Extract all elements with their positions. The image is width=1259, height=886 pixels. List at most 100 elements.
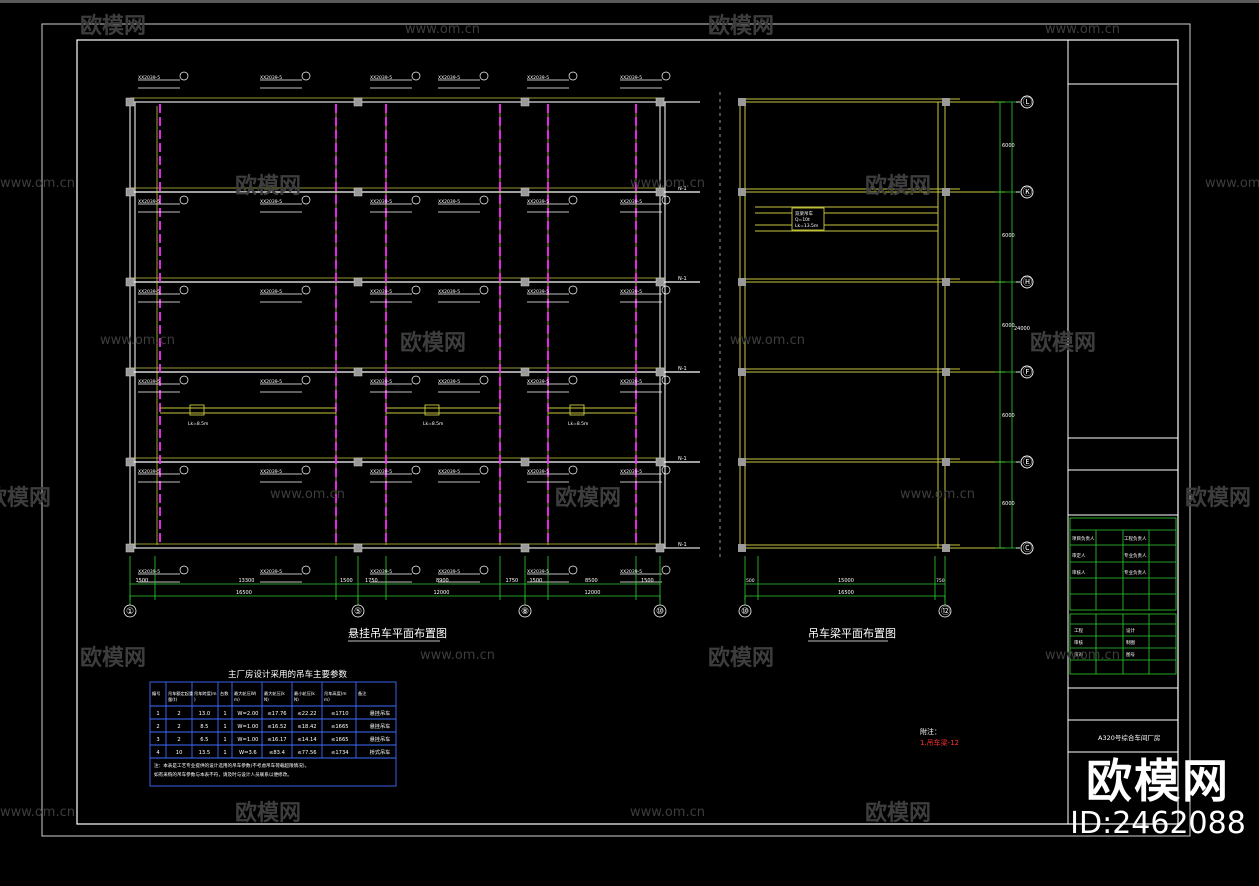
column-mark: [942, 188, 950, 196]
column-mark: [353, 97, 363, 107]
table-header-cell: 吊车额定起重: [168, 690, 193, 697]
table-header-cell: m): [234, 697, 240, 702]
table-cell: 2: [177, 737, 180, 743]
table-cell: 8.5: [200, 724, 208, 730]
title-block-text: 项目负责人工程负责人审定人专业负责人审核人专业负责人工程设计审核制图校对图号: [1072, 535, 1147, 658]
callout-circle: [179, 565, 189, 575]
watermark-logo: 欧模网: [708, 646, 775, 671]
bay-label: N-1: [678, 456, 687, 462]
table-cell: 1: [223, 750, 226, 756]
column-mark: [738, 278, 746, 286]
bay-label: N-1: [678, 366, 687, 372]
table-cell: 2: [177, 711, 180, 717]
table-cell: ≤83.4: [269, 750, 286, 756]
table-cell: W=1.00: [237, 737, 258, 743]
watermark-url: www.om.cn: [900, 487, 975, 502]
watermark-url: www.om.cn: [1045, 22, 1120, 37]
crane-tag: XX2039-5: [438, 75, 460, 81]
axis-label: ⑩: [656, 607, 664, 617]
title-block-cell: 专业负责人: [1124, 569, 1147, 576]
column-mark: [125, 457, 135, 467]
callout-circle: [179, 465, 189, 475]
crane-tag: XX2039-5: [620, 199, 642, 205]
outer-sheet-border: [41, 23, 1191, 837]
dim-value: 15000: [838, 578, 854, 584]
crane-tag: XX2039-5: [438, 289, 460, 295]
crane-tag: XX2039-5: [620, 569, 642, 575]
axis-label: Ⓗ: [1023, 277, 1032, 288]
crane-hoist: [424, 404, 440, 416]
table-header-cell: N): [264, 697, 269, 702]
column-mark: [520, 457, 530, 467]
crane-box-label: 双梁吊车: [795, 210, 813, 217]
column-mark: [520, 367, 530, 377]
table-header-cell: 最大轮压W(: [234, 690, 257, 697]
watermark-logo: 欧模网: [235, 801, 302, 826]
table-cell: 13.0: [199, 711, 211, 717]
dim-value: 1750: [365, 578, 378, 584]
table-cell: 悬挂吊车: [370, 709, 391, 717]
table-cell: ≤16.17: [267, 737, 286, 743]
table-header-cell: N): [294, 697, 299, 702]
crane-tag: XX2039-5: [620, 289, 642, 295]
table-note: 注：本表是工艺专业提供的设计选用的吊车参数(不考虑吊车荷载超限情况)。: [154, 762, 309, 769]
watermark-logo: 欧模网: [865, 801, 932, 826]
column-mark: [125, 277, 135, 287]
crane-tag: XX2039-5: [138, 289, 160, 295]
title-block-cell: 校对: [1074, 651, 1083, 658]
callout-circle: [568, 285, 578, 295]
brand-id: ID:2462088: [1070, 806, 1246, 841]
table-cell: 2: [156, 724, 159, 730]
title-block-cell: 图号: [1126, 652, 1135, 658]
axis-label: ⑩: [741, 607, 749, 617]
column-mark: [655, 457, 665, 467]
watermark-logo: 欧模网: [80, 14, 147, 39]
column-mark: [655, 367, 665, 377]
crane-hoist: [189, 404, 205, 416]
watermark-logo: 欧模网: [865, 174, 932, 199]
table-cell: 4: [156, 750, 160, 756]
table-cell: ≤1665: [331, 724, 349, 730]
table-cell: ≤17.76: [267, 711, 286, 717]
callout-circle: [301, 465, 311, 475]
dim-value: 8900: [436, 578, 449, 584]
dim-value: 1500: [641, 578, 654, 584]
dim-value: 8500: [585, 578, 598, 584]
table-cell: 6.5: [200, 737, 208, 743]
callout-circle: [479, 375, 489, 385]
span-label: Lk=8.5m: [423, 421, 443, 427]
watermark-url: www.om.cn: [630, 176, 705, 191]
axis-label: Ⓒ: [1023, 543, 1032, 554]
crane-tag: XX2039-5: [527, 379, 549, 385]
table-cell: 1: [156, 711, 159, 717]
axis-label: ⑫: [941, 606, 950, 617]
dim-value: 1500: [136, 578, 149, 584]
crane-tag: XX2039-5: [438, 569, 460, 575]
callout-circle: [568, 195, 578, 205]
title-block-cell: 工程: [1074, 627, 1083, 634]
crane-tag: XX2039-5: [527, 199, 549, 205]
table-cell: W=3.6: [239, 750, 257, 756]
crane-tag: XX2039-5: [370, 75, 392, 81]
table-cell: 1: [223, 737, 226, 743]
axis-bubble: [1020, 95, 1034, 109]
watermark-logo: 欧模网: [1185, 486, 1252, 511]
brand-logo: 欧模网 ID:2462088: [1058, 755, 1258, 841]
span-label: Lk=8.5m: [568, 421, 588, 427]
table-cell: W=2.00: [237, 711, 258, 717]
column-mark: [738, 458, 746, 466]
dim-value: 6000: [1002, 413, 1015, 419]
crane-tag: XX2039-5: [370, 469, 392, 475]
column-mark: [655, 97, 665, 107]
axis-label: Ⓚ: [1023, 187, 1032, 198]
table-cell: ≤14.14: [297, 737, 317, 743]
axis-bubble: [738, 604, 752, 618]
crane-tag: XX2039-5: [138, 199, 160, 205]
table-cell: 1: [223, 724, 226, 730]
column-mark: [353, 187, 363, 197]
crane-tag: XX2039-5: [438, 199, 460, 205]
title-block-cell: 工程负责人: [1124, 535, 1147, 542]
table-cell: ≤1710: [331, 711, 349, 717]
crane-tag: XX2039-5: [527, 75, 549, 81]
